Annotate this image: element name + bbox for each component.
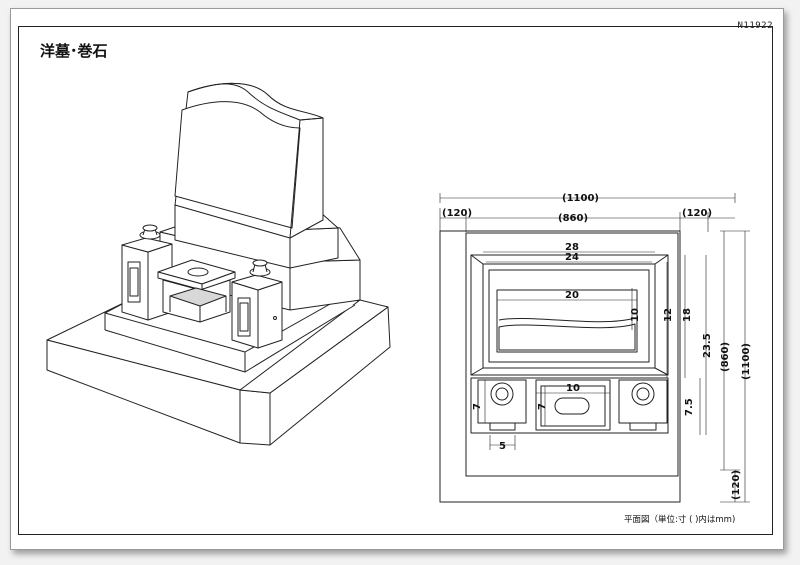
dim-h10: 10 bbox=[630, 308, 641, 322]
dim-h7-5: 7.5 bbox=[684, 398, 695, 416]
dim-w5: 5 bbox=[499, 441, 506, 452]
dim-h23-5: 23.5 bbox=[702, 333, 713, 358]
drawing-title: 洋墓･巻石 bbox=[40, 42, 108, 60]
isometric-view bbox=[46, 82, 391, 446]
dim-total-depth: (1100) bbox=[741, 343, 752, 380]
dim-right-margin: (120) bbox=[682, 208, 712, 219]
drawing-frame bbox=[18, 26, 773, 535]
vase-right bbox=[231, 259, 283, 349]
front-row bbox=[470, 377, 669, 434]
outer-curb bbox=[439, 230, 681, 503]
incense-slot bbox=[554, 397, 590, 415]
dim-inner-depth: (860) bbox=[720, 342, 731, 372]
dim-w20: 20 bbox=[565, 290, 579, 301]
vase-hole-left bbox=[490, 382, 514, 406]
dim-bottom-margin: (120) bbox=[731, 470, 742, 500]
tablet bbox=[174, 82, 324, 239]
dim-h12: 12 bbox=[663, 308, 674, 322]
dim-w24: 24 bbox=[565, 252, 579, 263]
unit-caption: 平面図（単位:寸 ( )内はmm) bbox=[624, 515, 736, 525]
dim-left-margin: (120) bbox=[442, 208, 472, 219]
vase-hole-right bbox=[631, 382, 655, 406]
dim-h7a: 7 bbox=[472, 403, 483, 410]
dim-w28: 28 bbox=[565, 242, 579, 253]
dimension-lines bbox=[439, 193, 750, 503]
dim-w10: 10 bbox=[566, 383, 580, 394]
incense-burner bbox=[157, 259, 236, 323]
dimension-labels: (1100) (120) (120) (860) 28 24 20 10 12 … bbox=[442, 193, 752, 500]
dim-h7b: 7 bbox=[537, 403, 548, 410]
main-stone bbox=[470, 254, 669, 376]
inner-area bbox=[465, 232, 679, 477]
dim-total-width: (1100) bbox=[562, 193, 599, 204]
plan-view bbox=[439, 230, 681, 503]
dim-h18: 18 bbox=[682, 308, 693, 322]
dim-inner-width: (860) bbox=[558, 213, 588, 224]
